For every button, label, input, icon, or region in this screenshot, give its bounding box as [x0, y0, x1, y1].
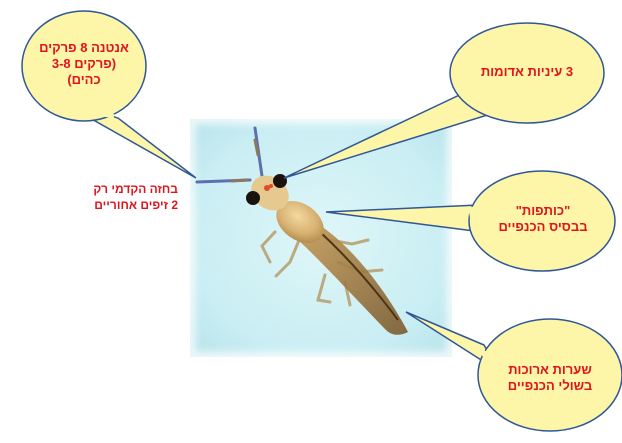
shoulders-label-line-1: "כותפות" — [478, 203, 608, 219]
insect-photo — [190, 119, 452, 357]
wing-hairs-label: שערות ארוכות בשולי הכנפיים — [490, 362, 610, 394]
eyes-label: 3 עיניות אדומות — [462, 64, 592, 80]
callout-antenna-bubble — [22, 11, 196, 178]
compound-eye-left — [246, 191, 260, 205]
antenna-label-line-2: (פרקים 3-8 — [24, 56, 144, 72]
wing-hairs-label-line-1: שערות ארוכות — [490, 362, 610, 378]
shoulders-label-line-2: בבסיס הכנפיים — [478, 219, 608, 235]
thorax-note-line-1: בחזה הקדמי רק — [2, 181, 178, 197]
antenna-label: אנטנה 8 פרקים (פרקים 3-8 כהים) — [24, 40, 144, 88]
wing-hairs-label-line-2: בשולי הכנפיים — [490, 378, 610, 394]
thorax-note: בחזה הקדמי רק 2 זיפים אחוריים — [2, 181, 178, 213]
thorax-note-line-2: 2 זיפים אחוריים — [2, 197, 178, 213]
antenna-label-line-1: אנטנה 8 פרקים — [24, 40, 144, 56]
compound-eye-right — [273, 174, 287, 188]
antenna-label-line-3: כהים) — [24, 72, 144, 88]
shoulders-label: "כותפות" בבסיס הכנפיים — [478, 203, 608, 235]
eyes-label-line-1: 3 עיניות אדומות — [462, 64, 592, 80]
